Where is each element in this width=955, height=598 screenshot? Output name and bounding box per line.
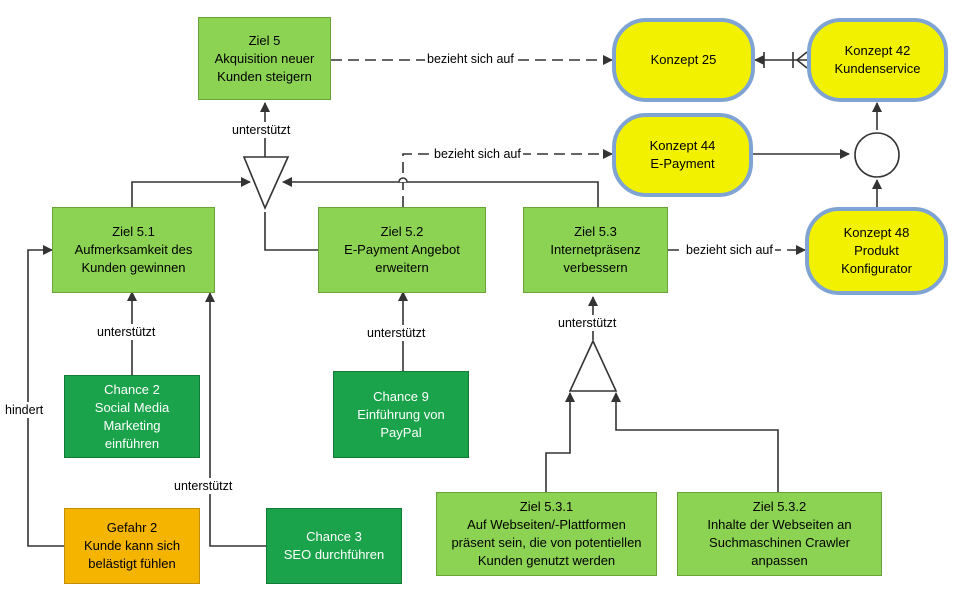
aggregator-triangle-top bbox=[242, 156, 290, 211]
edge-label-unterstuetzt: unterstützt bbox=[556, 315, 619, 331]
node-line: Ziel 5 bbox=[248, 32, 281, 48]
node-line: Akquisition neuer bbox=[214, 50, 315, 66]
node-line: Produkt bbox=[854, 243, 899, 258]
ziel-5-node[interactable]: Ziel 5 Akquisition neuer Kunden steigern bbox=[198, 17, 331, 100]
edge-label-unterstuetzt: unterstützt bbox=[172, 478, 235, 494]
line-jump bbox=[398, 177, 408, 183]
chance-9-node[interactable]: Chance 9 Einführung von PayPal bbox=[333, 371, 469, 458]
edge-label-bezieht-sich-auf: bezieht sich auf bbox=[684, 242, 775, 258]
edge-crowfoot bbox=[795, 51, 808, 69]
edge-chance3-to-ziel51 bbox=[205, 292, 266, 547]
node-line: Chance 2 bbox=[104, 381, 160, 397]
edge-ziel531-to-aggregator2 bbox=[545, 392, 575, 492]
konzept-25-node[interactable]: Konzept 25 bbox=[612, 18, 755, 102]
node-line: Ziel 5.3.2 bbox=[752, 499, 807, 514]
edge-ziel532-to-aggregator2 bbox=[611, 392, 779, 492]
node-line: Auf Webseiten/-Plattformen bbox=[467, 517, 626, 532]
edge-ziel52-to-aggregator bbox=[264, 212, 318, 251]
konzept-44-node[interactable]: Konzept 44 E-Payment bbox=[612, 113, 753, 197]
ziel-5-1-node[interactable]: Ziel 5.1 Aufmerksamkeit des Kunden gewin… bbox=[52, 207, 215, 293]
edge-ziel52-to-konzept44 bbox=[402, 149, 613, 207]
edge-label-unterstuetzt: unterstützt bbox=[95, 324, 158, 340]
gefahr-2-node[interactable]: Gefahr 2 Kunde kann sich belästigt fühle… bbox=[64, 508, 200, 584]
junction-circle bbox=[854, 132, 900, 178]
node-line: PayPal bbox=[380, 424, 422, 440]
node-line: Konzept 25 bbox=[650, 52, 717, 67]
node-line: erweitern bbox=[375, 260, 429, 275]
node-line: anpassen bbox=[751, 553, 808, 568]
edge-gefahr2-to-ziel51 bbox=[27, 245, 64, 547]
node-line: Ziel 5.1 bbox=[112, 224, 155, 239]
chance-3-node[interactable]: Chance 3 SEO durchführen bbox=[266, 508, 402, 584]
node-line: Social Media bbox=[94, 399, 170, 415]
node-line: Konzept 48 bbox=[843, 225, 910, 240]
konzept-42-node[interactable]: Konzept 42 Kundenservice bbox=[807, 18, 948, 102]
node-line: Ziel 5.2 bbox=[380, 224, 424, 239]
node-line: einführen bbox=[104, 435, 160, 451]
node-line: E-Payment bbox=[650, 156, 715, 171]
node-line: Ziel 5.3 bbox=[574, 224, 617, 239]
edge-label-unterstuetzt: unterstützt bbox=[230, 122, 293, 138]
edge-label-hindert: hindert bbox=[3, 402, 46, 418]
node-line: Suchmaschinen Crawler bbox=[709, 535, 850, 550]
ziel-5-3-node[interactable]: Ziel 5.3 Internetpräsenz verbessern bbox=[523, 207, 668, 293]
node-line: präsent sein, die von potentiellen bbox=[451, 535, 642, 550]
node-line: Kunde kann sich bbox=[83, 538, 181, 553]
ziel-5-2-node[interactable]: Ziel 5.2 E-Payment Angebot erweitern bbox=[318, 207, 486, 293]
ziel-5-3-1-node[interactable]: Ziel 5.3.1 Auf Webseiten/-Plattformen pr… bbox=[436, 492, 657, 576]
node-line: Kunden genutzt werden bbox=[477, 553, 616, 568]
edge-label-bezieht-sich-auf: bezieht sich auf bbox=[425, 51, 516, 67]
node-line: Marketing bbox=[103, 417, 161, 433]
node-line: Chance 3 bbox=[306, 529, 362, 544]
node-line: Gefahr 2 bbox=[106, 520, 158, 535]
node-line: Aufmerksamkeit des bbox=[74, 242, 193, 257]
edge-ziel51-to-aggregator bbox=[131, 177, 251, 207]
node-line: Kunden gewinnen bbox=[81, 260, 186, 275]
edge-label-unterstuetzt: unterstützt bbox=[365, 325, 428, 341]
node-line: Inhalte der Webseiten an bbox=[707, 517, 852, 532]
ziel-5-3-2-node[interactable]: Ziel 5.3.2 Inhalte der Webseiten an Such… bbox=[677, 492, 882, 576]
node-line: Kundenservice bbox=[834, 61, 921, 76]
node-line: Kunden steigern bbox=[217, 68, 312, 84]
edge-label-bezieht-sich-auf: bezieht sich auf bbox=[432, 146, 523, 162]
konzept-48-node[interactable]: Konzept 48 Produkt Konfigurator bbox=[805, 207, 948, 295]
node-line: verbessern bbox=[563, 260, 628, 275]
node-line: Konzept 44 bbox=[649, 138, 716, 153]
node-line: SEO durchführen bbox=[283, 547, 385, 562]
node-line: E-Payment Angebot bbox=[344, 242, 460, 257]
node-line: Konzept 42 bbox=[844, 43, 911, 58]
node-line: Ziel 5.3.1 bbox=[519, 499, 574, 514]
node-line: Einführung von bbox=[357, 406, 445, 422]
node-line: Konfigurator bbox=[841, 261, 912, 276]
node-line: Chance 9 bbox=[373, 388, 429, 404]
edge-ziel53-to-aggregator bbox=[282, 177, 599, 207]
aggregator-triangle-bottom bbox=[568, 339, 618, 392]
node-line: Internetpräsenz bbox=[550, 242, 641, 257]
chance-2-node[interactable]: Chance 2 Social Media Marketing einführe… bbox=[64, 375, 200, 458]
node-line: belästigt fühlen bbox=[88, 556, 176, 571]
